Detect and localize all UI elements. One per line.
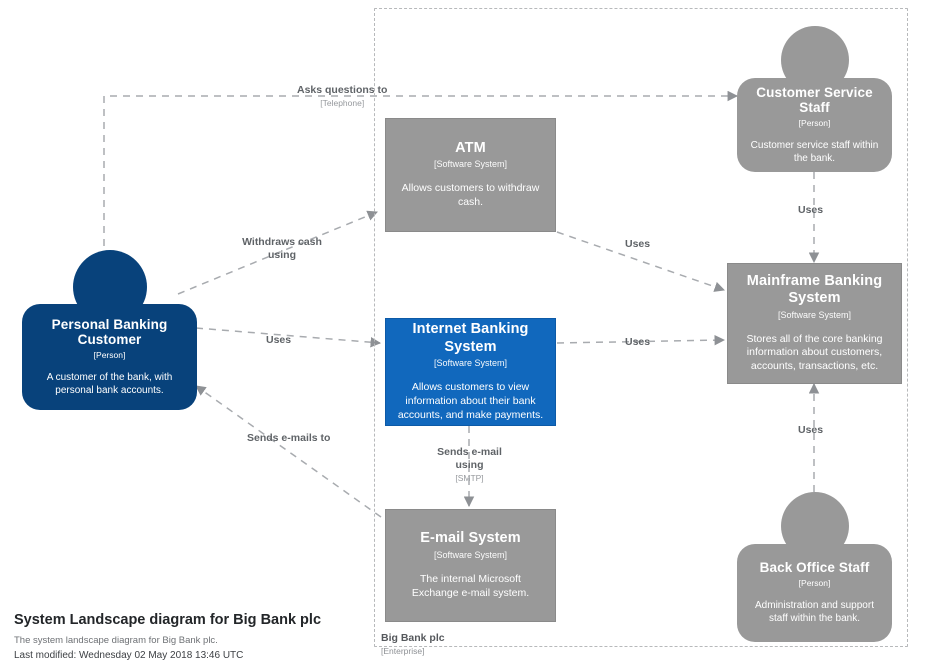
- enterprise-boundary-label: Big Bank plc [Enterprise]: [381, 632, 445, 657]
- element-type: [Software System]: [433, 549, 508, 560]
- element-type: [Software System]: [433, 159, 508, 170]
- edge-label-text: Uses: [625, 238, 651, 250]
- person-body: Personal Banking Customer [Person] A cus…: [22, 304, 197, 410]
- element-name: Personal Banking Customer: [51, 316, 168, 348]
- element-internet-banking-system[interactable]: Internet Banking System [Software System…: [385, 318, 556, 426]
- edge-label-text: Uses: [798, 204, 824, 216]
- edge-email-sends-customer: [195, 385, 382, 518]
- enterprise-boundary-name: Big Bank plc: [381, 632, 445, 644]
- element-name: Back Office Staff: [759, 560, 870, 576]
- element-type: [Software System]: [777, 309, 852, 320]
- edge-label-text: Uses: [798, 424, 824, 436]
- element-name: Customer Service Staff: [756, 84, 873, 116]
- element-description: The internal Microsoft Exchange e-mail s…: [411, 572, 530, 599]
- element-mainframe-banking-system[interactable]: Mainframe Banking System [Software Syste…: [727, 263, 902, 384]
- edge-label-customer-uses-ibs: Uses: [266, 334, 291, 347]
- edge-label-bos-uses-mainframe: Uses: [798, 424, 823, 437]
- enterprise-boundary-type: [Enterprise]: [381, 646, 425, 657]
- element-type: [Person]: [798, 578, 831, 589]
- element-back-office-staff[interactable]: Back Office Staff [Person] Administratio…: [737, 492, 892, 642]
- edge-label-technology: [SMTP]: [455, 472, 484, 483]
- edge-label-text: Sends e-mail using: [437, 446, 502, 471]
- element-name: E-mail System: [420, 530, 521, 547]
- element-description: Allows customers to view information abo…: [397, 381, 544, 421]
- edge-label-ibs-sends-email: Sends e-mail using [SMTP]: [424, 446, 515, 483]
- edge-label-text: Uses: [625, 336, 651, 348]
- element-name: Internet Banking System: [412, 321, 529, 355]
- edge-label-text: Sends e-mails to: [247, 432, 331, 444]
- element-name: ATM: [455, 139, 486, 156]
- edge-label-css-uses-mainframe: Uses: [798, 204, 823, 217]
- element-type: [Person]: [93, 350, 126, 361]
- element-description: Administration and support staff within …: [755, 600, 874, 625]
- element-description: Allows customers to withdraw cash.: [401, 182, 540, 209]
- person-body: Back Office Staff [Person] Administratio…: [737, 544, 892, 642]
- element-atm[interactable]: ATM [Software System] Allows customers t…: [385, 118, 556, 232]
- edge-label-email-sends-customer: Sends e-mails to: [247, 432, 330, 445]
- element-personal-banking-customer[interactable]: Personal Banking Customer [Person] A cus…: [22, 250, 197, 410]
- edge-label-technology: [Telephone]: [320, 97, 365, 108]
- element-email-system[interactable]: E-mail System [Software System] The inte…: [385, 509, 556, 622]
- element-type: [Software System]: [433, 358, 508, 369]
- page-title: System Landscape diagram for Big Bank pl…: [14, 612, 322, 628]
- enterprise-boundary: [374, 8, 908, 647]
- edge-label-ibs-uses-mainframe: Uses: [625, 336, 650, 349]
- diagram-subtitle: The system landscape diagram for Big Ban…: [14, 634, 218, 646]
- element-name: Mainframe Banking System: [746, 272, 883, 307]
- person-body: Customer Service Staff [Person] Customer…: [737, 78, 892, 172]
- edge-label-text: Asks questions to: [297, 84, 388, 96]
- element-description: Customer service staff within the bank.: [750, 140, 879, 165]
- edge-label-customer-withdraws-atm: Withdraws cash using: [237, 236, 327, 262]
- edge-label-customer-asks-staff: Asks questions to [Telephone]: [297, 84, 387, 108]
- diagram-last-modified: Last modified: Wednesday 02 May 2018 13:…: [14, 649, 244, 661]
- element-description: Stores all of the core banking informati…: [746, 332, 883, 373]
- edge-label-text: Uses: [266, 334, 292, 346]
- edge-label-atm-uses-mainframe: Uses: [625, 238, 650, 251]
- element-type: [Person]: [798, 118, 831, 129]
- edge-label-text: Withdraws cash using: [242, 236, 322, 261]
- element-customer-service-staff[interactable]: Customer Service Staff [Person] Customer…: [737, 26, 892, 172]
- element-description: A customer of the bank, with personal ba…: [46, 372, 173, 397]
- diagram-title-block: System Landscape diagram for Big Bank pl…: [14, 611, 359, 662]
